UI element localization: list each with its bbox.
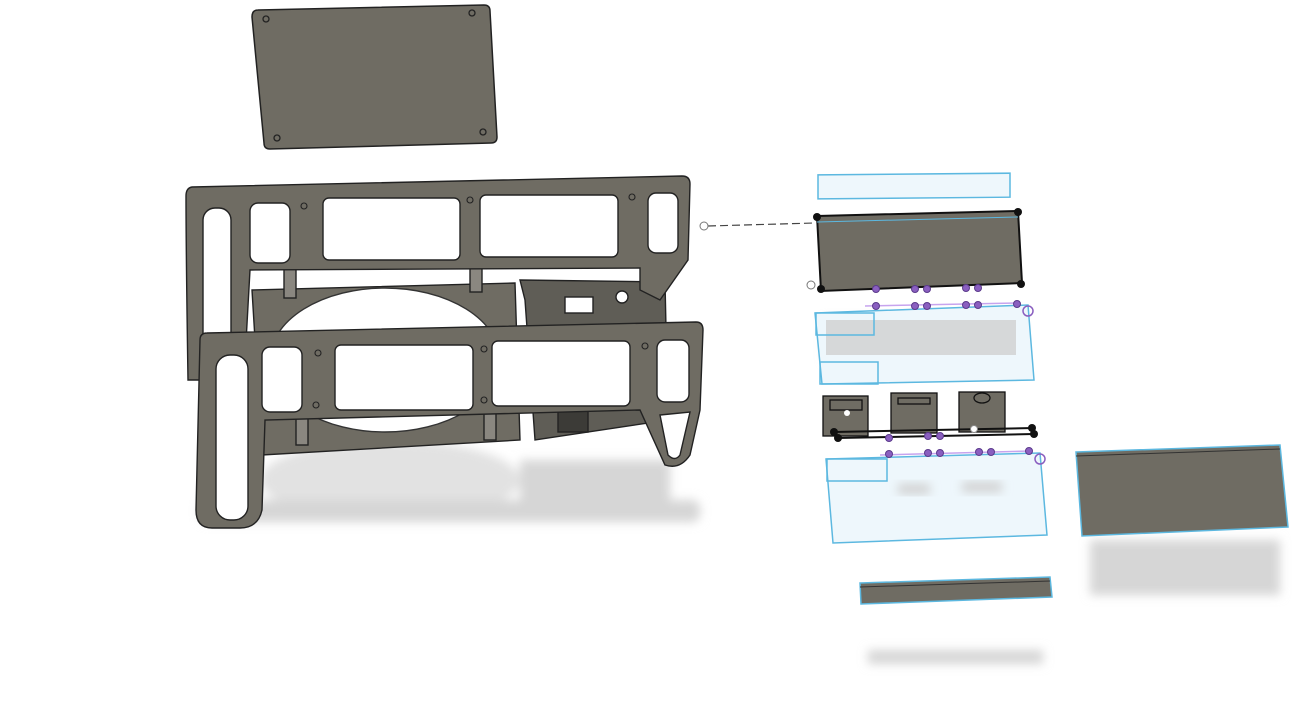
- selected-lid-body[interactable]: [813, 172, 1035, 385]
- constraint-points: [864, 284, 1034, 317]
- side-panel-body[interactable]: [1075, 444, 1289, 537]
- inference-line: [699, 221, 816, 290]
- selected-base-body[interactable]: [825, 424, 1048, 544]
- top-plate-body[interactable]: [251, 4, 498, 150]
- connector-blocks[interactable]: [822, 391, 1006, 437]
- frame-assembly-body[interactable]: [185, 175, 704, 529]
- ground-shadows: [200, 320, 1280, 664]
- bar-body[interactable]: [859, 576, 1053, 605]
